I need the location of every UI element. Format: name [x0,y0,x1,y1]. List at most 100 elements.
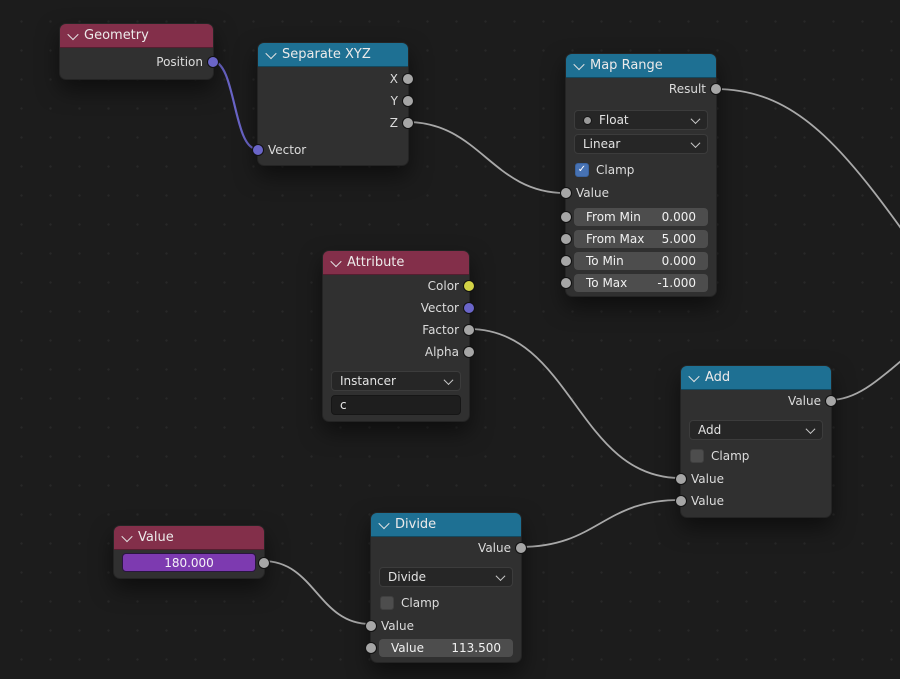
node-title: Geometry [84,28,149,43]
socket-input-value-2[interactable] [675,495,687,507]
node-attribute[interactable]: Attribute Color Vector Factor Alpha Inst… [322,250,475,422]
socket-input-to-min[interactable] [560,255,572,267]
wire-factor-to-add-value1 [468,328,681,479]
output-row-value: Value [681,390,837,412]
clamp-checkbox[interactable] [380,596,394,610]
input-row-value: Value [560,182,716,204]
output-row-factor: Factor [323,319,475,341]
socket-input-from-max[interactable] [560,233,572,245]
socket-output-value[interactable] [825,395,837,407]
output-row-alpha: Alpha [323,341,475,363]
clamp-checkbox[interactable] [690,449,704,463]
socket-output-value[interactable] [515,542,527,554]
node-attribute-header[interactable]: Attribute [323,251,469,275]
clamp-row: Clamp [681,444,831,468]
chevron-down-icon [690,113,701,124]
output-row-position: Position [60,51,219,73]
value-slider[interactable]: 180.000 [122,553,256,572]
node-title: Map Range [590,58,663,73]
wire-value-to-divide [262,560,371,625]
node-title: Value [138,530,174,545]
collapse-chevron-icon[interactable] [67,28,79,40]
socket-output-position[interactable] [207,56,219,68]
wire-add-out [829,360,900,401]
input-row-value-2: Value 113.500 [365,639,513,657]
output-row-z: Z [258,112,414,134]
wire-z-to-mapRange-value [406,121,566,194]
data-type-dropdown[interactable]: Float [574,110,708,130]
interpolation-dropdown[interactable]: Linear [574,134,708,154]
output-row-y: Y [258,90,414,112]
collapse-chevron-icon[interactable] [573,58,585,70]
socket-output-z[interactable] [402,117,414,129]
collapse-chevron-icon[interactable] [121,530,133,542]
collapse-chevron-icon[interactable] [265,47,277,59]
node-title: Separate XYZ [282,47,371,62]
node-separate-xyz[interactable]: Separate XYZ X Y Z Vector [252,42,414,166]
socket-input-vector[interactable] [252,144,264,156]
socket-input-to-max[interactable] [560,277,572,289]
node-geometry-header[interactable]: Geometry [60,24,213,48]
socket-output-x[interactable] [402,73,414,85]
collapse-chevron-icon[interactable] [688,370,700,382]
output-row-color: Color [323,275,475,297]
node-title: Divide [395,517,437,532]
from-min-field[interactable]: From Min 0.000 [574,208,708,226]
operation-dropdown[interactable]: Divide [379,567,513,587]
node-title: Attribute [347,255,405,270]
socket-output-vector[interactable] [463,302,475,314]
collapse-chevron-icon[interactable] [330,255,342,267]
socket-input-value-1[interactable] [675,473,687,485]
node-add-header[interactable]: Add [681,366,831,390]
socket-output-result[interactable] [710,83,722,95]
input-row-value-1: Value [675,468,831,490]
clamp-row: Clamp [566,158,716,182]
chevron-down-icon [443,374,454,385]
to-max-field[interactable]: To Max -1.000 [574,274,708,292]
to-min-field[interactable]: To Min 0.000 [574,252,708,270]
clamp-checkbox[interactable] [575,163,589,177]
collapse-chevron-icon[interactable] [378,517,390,529]
node-add[interactable]: Add Value Add Clamp Value Value [675,365,837,518]
input-row-from-max: From Max 5.000 [560,230,708,248]
input-row-to-min: To Min 0.000 [560,252,708,270]
operation-dropdown[interactable]: Add [689,420,823,440]
divide-value-field[interactable]: Value 113.500 [379,639,513,657]
from-max-field[interactable]: From Max 5.000 [574,230,708,248]
socket-input-from-min[interactable] [560,211,572,223]
input-row-value-2: Value [675,490,831,512]
input-row-to-max: To Max -1.000 [560,274,708,292]
chevron-down-icon [690,137,701,148]
wire-divide-to-add-value2 [519,499,681,548]
socket-input-value[interactable] [560,187,572,199]
value-slider-row: 180.000 [122,553,270,572]
output-row-vector: Vector [323,297,475,319]
input-row-value-1: Value [365,615,521,637]
node-map-range[interactable]: Map Range Result Float Linear Clamp Valu… [560,53,722,297]
node-divide[interactable]: Divide Value Divide Clamp Value Value 11… [365,512,527,663]
node-value[interactable]: Value 180.000 [113,525,270,579]
chevron-down-icon [495,570,506,581]
socket-output-factor[interactable] [463,324,475,336]
socket-input-value-2[interactable] [365,642,377,654]
socket-input-value-1[interactable] [365,620,377,632]
socket-output-y[interactable] [402,95,414,107]
float-socket-icon [583,115,592,125]
attribute-type-dropdown[interactable]: Instancer [331,371,461,391]
node-title: Add [705,370,731,385]
output-row-value: Value [371,537,527,559]
wire-mapRange-result-out [714,88,900,229]
node-separate-xyz-header[interactable]: Separate XYZ [258,43,408,67]
socket-output-color[interactable] [463,280,475,292]
output-row-result: Result [566,78,722,100]
node-divide-header[interactable]: Divide [371,513,521,537]
node-map-range-header[interactable]: Map Range [566,54,716,78]
socket-output-alpha[interactable] [463,346,475,358]
input-row-vector: Vector [252,139,408,161]
socket-output-value[interactable] [258,556,270,569]
node-value-header[interactable]: Value [114,526,264,550]
chevron-down-icon [805,423,816,434]
attribute-name-input[interactable]: c [331,395,461,415]
node-geometry[interactable]: Geometry Position [59,23,219,80]
